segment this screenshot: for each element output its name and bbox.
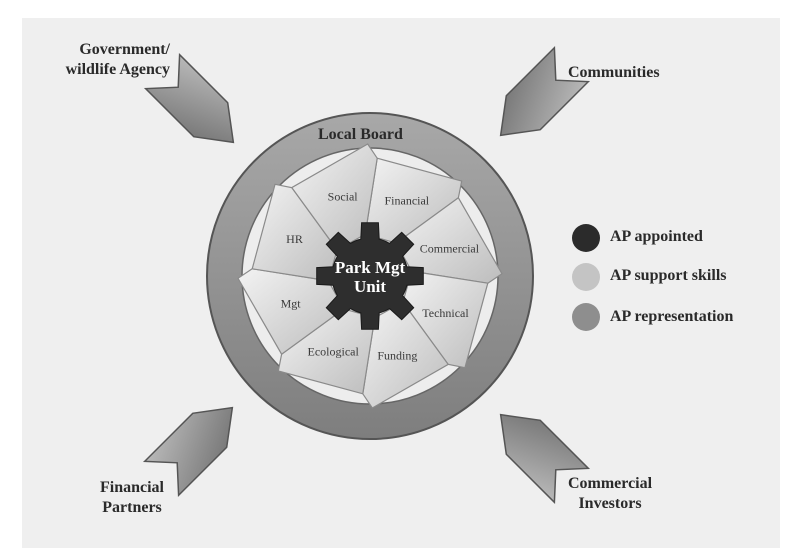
arrow-communities [499,45,591,137]
legend-label-appointed: AP appointed [610,228,703,245]
arrow-financial-partners [142,406,234,498]
function-label: Commercial [420,242,480,256]
legend-label-support-skills: AP support skills [610,267,727,284]
stakeholder-communities-label: Communities [568,64,660,81]
function-label: Social [328,190,359,204]
function-label: Financial [384,194,429,208]
stakeholder-government-label: Government/ wildlife Agency [65,41,170,78]
local-board-label: Local Board [318,126,403,143]
arrow-government [143,52,235,144]
legend-label-representation: AP representation [610,308,734,325]
function-label: Funding [377,348,417,362]
stakeholder-commercial-investors-label: Commercial Investors [567,475,653,512]
legend-swatch-support-skills [572,263,600,291]
function-pinwheel [237,143,503,409]
arrow-commercial-investors [499,413,591,505]
function-label: Technical [422,306,469,320]
legend-swatch-appointed [572,224,600,252]
function-label: Ecological [308,344,360,358]
park-mgt-unit-gear [316,222,424,330]
function-label: HR [286,232,303,246]
function-label: Mgt [281,296,302,310]
park-mgt-unit-label: Park Mgt Unit [334,258,406,296]
stakeholder-financial-partners-label: Financial Partners [99,479,164,516]
legend-swatch-representation [572,303,600,331]
